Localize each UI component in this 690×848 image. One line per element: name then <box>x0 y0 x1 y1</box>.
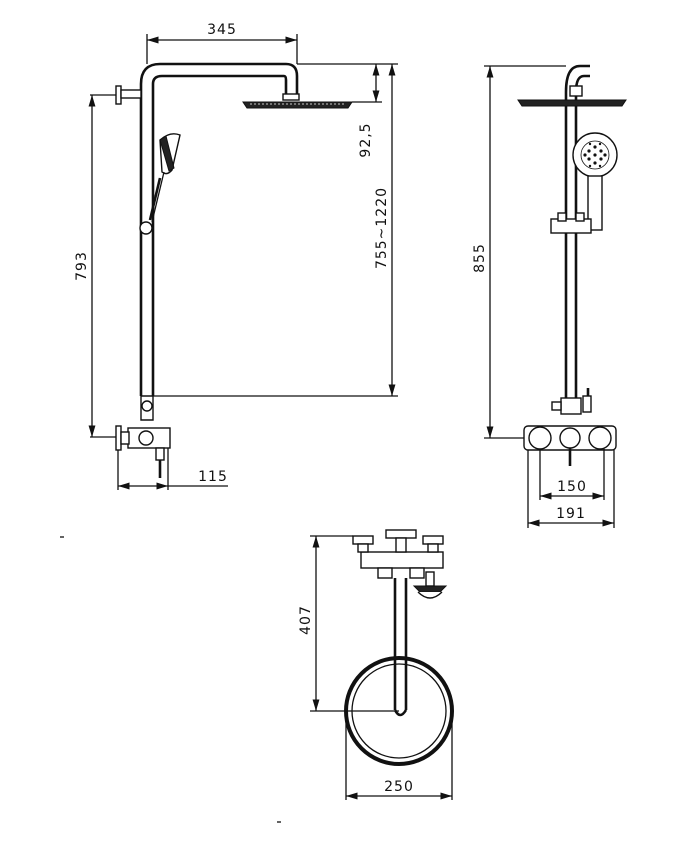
side-view: 345 92,5 755~1220 793 115 <box>74 22 398 490</box>
front-mixer-valve <box>523 388 617 466</box>
dimension-793-label: 793 <box>74 251 90 281</box>
dimension-407-label: 407 <box>298 605 314 635</box>
dimension-755-1220: 755~1220 <box>374 64 396 396</box>
riser-pipe <box>139 84 155 396</box>
dimension-793: 793 <box>74 95 96 437</box>
dimension-345: 345 <box>147 22 297 44</box>
shower-arm <box>139 62 299 94</box>
top-hand-shower-icon <box>412 571 448 599</box>
front-view: 855 150 191 <box>472 64 627 528</box>
front-slider <box>550 212 592 234</box>
front-riser-pipe <box>564 92 578 398</box>
dimension-855: 855 <box>472 66 494 438</box>
front-shower-head-icon <box>517 99 627 107</box>
dimension-92-5-label: 92,5 <box>358 122 374 157</box>
spray-nozzles <box>583 142 607 168</box>
front-arm-bend <box>564 64 590 97</box>
dimension-407: 407 <box>298 536 320 711</box>
top-view: 407 250 <box>298 529 454 800</box>
dimension-191-label: 191 <box>556 506 586 522</box>
dimension-115-label: 115 <box>198 469 228 485</box>
dimension-250-label: 250 <box>384 779 414 795</box>
dimension-345-label: 345 <box>207 22 237 38</box>
dimension-855-label: 855 <box>472 243 488 273</box>
front-hand-shower-icon <box>572 132 618 231</box>
side-mixer-valve <box>90 395 171 478</box>
dimension-191: 191 <box>528 506 614 527</box>
upper-wall-bracket <box>90 85 142 105</box>
shower-head-icon <box>242 93 353 109</box>
top-shower-arm <box>393 578 408 717</box>
top-mixer-valve <box>352 529 444 579</box>
dimension-92-5: 92,5 <box>358 64 380 158</box>
dimension-115: 115 <box>117 469 228 490</box>
hand-shower-icon <box>139 133 181 235</box>
dimension-150-label: 150 <box>557 479 587 495</box>
dimension-755-1220-label: 755~1220 <box>374 187 390 269</box>
dimension-150: 150 <box>540 479 604 500</box>
dimension-250: 250 <box>346 779 452 800</box>
